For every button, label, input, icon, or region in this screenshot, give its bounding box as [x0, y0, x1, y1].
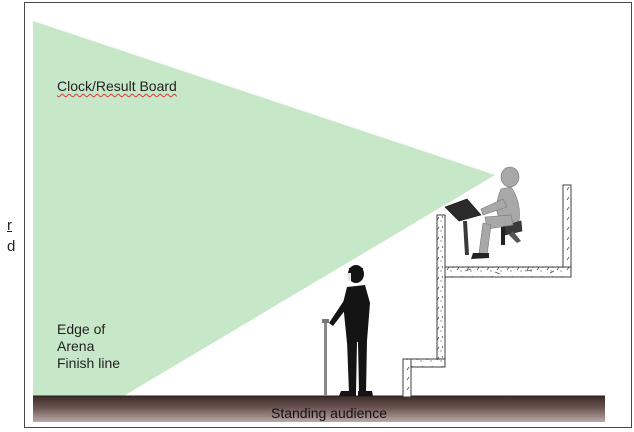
walking-cane — [324, 321, 327, 396]
standing-spectator-figure — [329, 265, 373, 396]
sightline-diagram — [33, 21, 605, 422]
sightline-cone — [33, 21, 495, 397]
clock-result-board-label: Clock/Result Board — [57, 78, 177, 94]
arena-finish-line-label: Edge of Arena Finish line — [57, 321, 120, 372]
diagram-frame: Clock/Result Board Edge of Arena Finish … — [24, 2, 632, 428]
cropped-text-fragment-bottom: d — [7, 238, 16, 255]
standing-audience-label: Standing audience — [271, 405, 387, 421]
cropped-text-fragment-top: r — [7, 217, 12, 234]
ground-strip — [33, 396, 605, 422]
judge-stand-structure — [402, 184, 572, 398]
edge-label-line-1: Edge of — [57, 321, 106, 337]
seated-official-figure — [444, 166, 523, 259]
edge-label-line-3: Finish line — [57, 355, 121, 371]
edge-label-line-2: Arena — [57, 338, 95, 354]
